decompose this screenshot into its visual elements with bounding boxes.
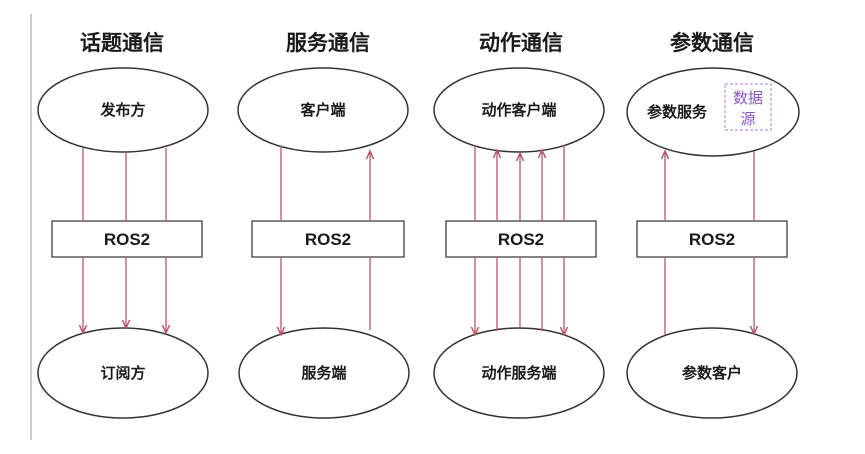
- top-node-label: 参数服务: [647, 103, 708, 121]
- column-action: 动作通信 动作客户端 ROS2 动作服务端: [433, 31, 605, 419]
- top-node-label: 客户端: [299, 101, 345, 119]
- ros2-box: [51, 220, 203, 258]
- ros2-label: ROS2: [104, 230, 150, 249]
- top-node-label: 动作客户端: [481, 101, 556, 119]
- column-parameter: 参数通信 参数服务 数据 源 ROS2 参数客户: [626, 31, 800, 419]
- bottom-node: [626, 327, 798, 419]
- bottom-node-label: 服务端: [301, 364, 346, 382]
- bottom-node-label: 动作服务端: [481, 364, 556, 382]
- bottom-node-label: 订阅方: [100, 364, 145, 382]
- top-node: [237, 67, 409, 153]
- ros2-label: ROS2: [305, 230, 351, 249]
- ros2-box: [251, 220, 405, 258]
- ros2-box: [636, 220, 788, 258]
- badge-line-1: 数据: [733, 89, 763, 107]
- column-topic: 话题通信 发布方 ROS2 订阅方: [37, 31, 209, 419]
- column-title: 参数通信: [670, 31, 754, 55]
- top-node: [37, 67, 209, 153]
- column-title: 动作通信: [479, 31, 563, 55]
- bottom-node: [238, 327, 410, 419]
- column-service: 服务通信 客户端 ROS2 服务端: [237, 31, 410, 419]
- bottom-node: [433, 327, 605, 419]
- ros2-label: ROS2: [689, 230, 735, 249]
- data-source-badge: [724, 83, 772, 131]
- ros2-label: ROS2: [498, 230, 544, 249]
- ros2-box: [445, 220, 597, 258]
- bottom-node-label: 参数客户: [682, 364, 742, 382]
- top-node: [433, 67, 605, 153]
- top-node-label: 发布方: [99, 101, 145, 119]
- column-title: 服务通信: [286, 31, 370, 55]
- badge-line-2: 源: [740, 110, 755, 128]
- column-title: 话题通信: [80, 31, 164, 55]
